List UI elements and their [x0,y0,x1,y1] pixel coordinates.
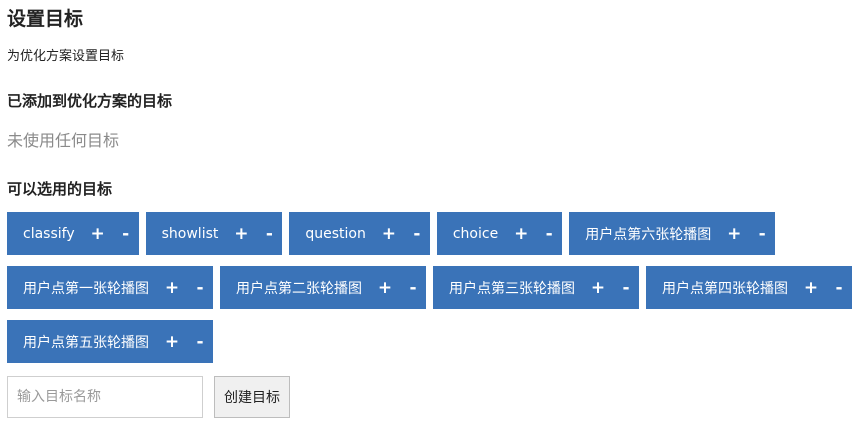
goal-chip: 用户点第五张轮播图 +- [7,320,213,363]
remove-goal-button[interactable]: - [622,277,630,298]
goal-chip: showlist +- [145,212,283,255]
goal-name: 用户点第三张轮播图 [449,280,575,297]
remove-goal-button[interactable]: - [835,277,843,298]
goal-name: question [305,225,366,242]
remove-goal-button[interactable]: - [196,277,204,298]
goal-chip: classify +- [7,212,139,255]
page-title: 设置目标 [7,8,84,30]
page-subtitle: 为优化方案设置目标 [7,49,125,64]
remove-goal-button[interactable]: - [122,223,130,244]
added-goals-heading: 已添加到优化方案的目标 [7,92,173,110]
add-goal-button[interactable]: + [164,331,180,352]
added-goals-empty-text: 未使用任何目标 [7,131,120,150]
goal-name: classify [23,225,75,242]
goal-name: 用户点第四张轮播图 [662,280,788,297]
goal-name-input[interactable] [7,376,203,418]
goal-name: 用户点第一张轮播图 [23,280,149,297]
remove-goal-button[interactable]: - [265,223,273,244]
create-goal-button[interactable]: 创建目标 [214,376,290,418]
add-goal-button[interactable]: + [90,223,105,244]
remove-goal-button[interactable]: - [545,223,553,244]
goal-name: 用户点第六张轮播图 [585,226,712,243]
available-goals-list: classify+-showlist+-question+-choice+-用户… [7,212,859,363]
goal-chip: question +- [289,212,430,255]
add-goal-button[interactable]: + [381,223,396,244]
add-goal-button[interactable]: + [377,277,393,298]
goal-chip: 用户点第三张轮播图 +- [433,266,639,309]
goal-name: 用户点第二张轮播图 [236,280,362,297]
create-goal-row: 创建目标 [7,376,290,418]
available-goals-heading: 可以选用的目标 [7,180,113,198]
remove-goal-button[interactable]: - [409,277,417,298]
goal-name: showlist [161,225,219,242]
goal-name: choice [452,225,499,242]
add-goal-button[interactable]: + [727,223,742,244]
add-goal-button[interactable]: + [590,277,606,298]
add-goal-button[interactable]: + [164,277,180,298]
goal-name: 用户点第五张轮播图 [23,334,149,351]
remove-goal-button[interactable]: - [413,223,421,244]
goal-chip: choice +- [436,212,563,255]
remove-goal-button[interactable]: - [758,223,766,244]
add-goal-button[interactable]: + [234,223,249,244]
goal-chip: 用户点第一张轮播图 +- [7,266,213,309]
goal-chip: 用户点第四张轮播图 +- [646,266,852,309]
add-goal-button[interactable]: + [514,223,529,244]
goal-chip: 用户点第六张轮播图 +- [569,212,776,255]
goal-chip: 用户点第二张轮播图 +- [220,266,426,309]
remove-goal-button[interactable]: - [196,331,204,352]
add-goal-button[interactable]: + [803,277,819,298]
